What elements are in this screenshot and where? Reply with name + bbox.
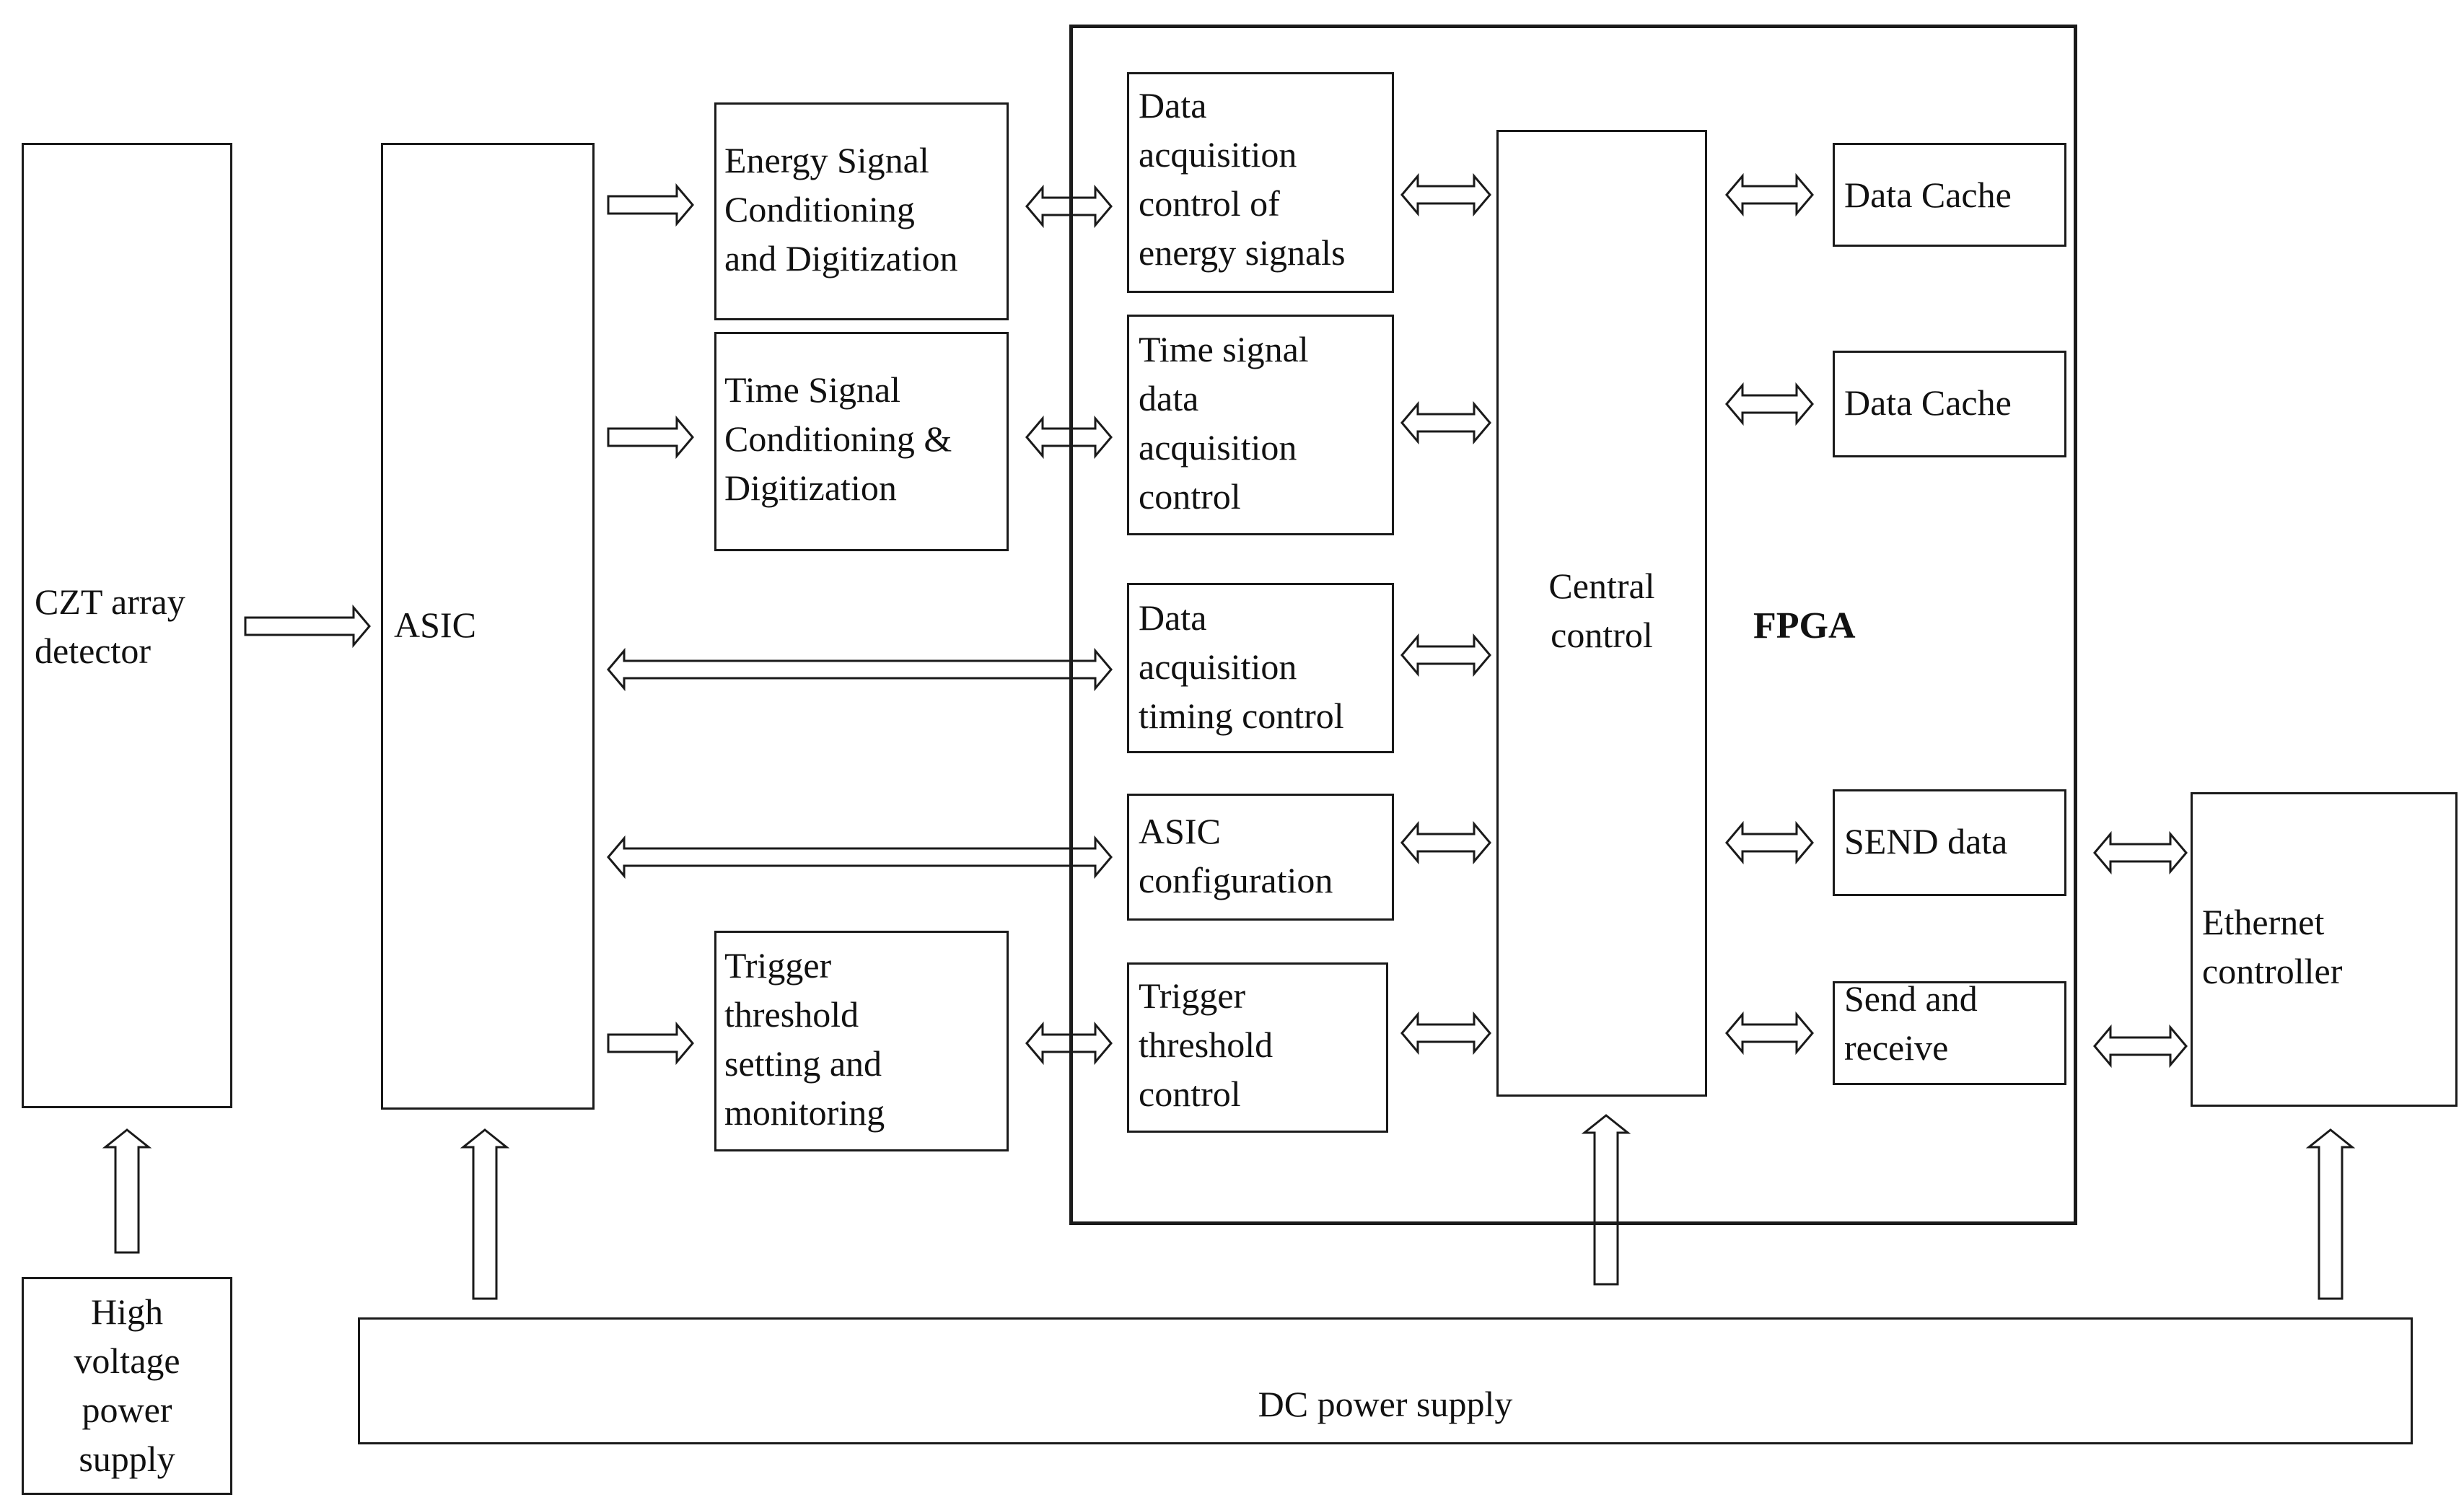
arrow-central-cache2 — [1725, 382, 1814, 426]
ethernet-controller-block — [2191, 792, 2458, 1107]
daq-timing-control-block — [1127, 583, 1394, 753]
send-data-label: SEND data — [1844, 821, 2008, 861]
send-and-receive-label: Send and receive — [1844, 978, 1978, 1068]
energy-signal-conditioning-label: Energy Signal Conditioning and Digitizat… — [724, 140, 958, 278]
arrow-central-send — [1725, 820, 1814, 865]
trigger-threshold-control-block — [1127, 962, 1388, 1133]
trigger-threshold-control-label: Trigger threshold control — [1139, 975, 1273, 1114]
dc-power-supply-block — [358, 1317, 2413, 1444]
arrow-daq-energy-central — [1400, 172, 1491, 217]
high-voltage-power-supply-block — [22, 1277, 232, 1495]
arrow-dc-to-central — [1581, 1114, 1631, 1286]
arrow-dc-to-ethernet — [2305, 1128, 2356, 1300]
arrow-asic-to-time — [607, 415, 694, 460]
arrow-asic-configuration — [607, 835, 1113, 879]
high-voltage-power-supply-label: High voltage power supply — [74, 1291, 180, 1479]
dc-power-supply-label: DC power supply — [1258, 1384, 1513, 1424]
arrow-time-daq-central — [1400, 400, 1491, 445]
fpga-container — [1069, 25, 2077, 1225]
arrow-time-daq — [1025, 415, 1113, 460]
asic-configuration-block — [1127, 794, 1394, 921]
arrow-czt-to-asic — [244, 604, 371, 649]
daq-control-energy-block — [1127, 72, 1394, 293]
trigger-threshold-setting-label: Trigger threshold setting and monitoring — [724, 945, 885, 1133]
arrow-sendrecv-ethernet — [2093, 1024, 2188, 1069]
arrow-central-sendrecv — [1725, 1011, 1814, 1056]
arrow-asic-daq-timing — [607, 647, 1113, 692]
central-control-block — [1496, 130, 1707, 1097]
fpga-label: FPGA — [1753, 605, 1856, 646]
trigger-threshold-setting-block — [714, 931, 1009, 1151]
time-signal-conditioning-block — [714, 332, 1009, 551]
arrow-asic-cfg-central — [1400, 820, 1491, 865]
daq-timing-control-label: Data acquisition timing control — [1139, 597, 1344, 736]
time-signal-conditioning-label: Time Signal Conditioning & Digitization — [724, 369, 952, 508]
arrow-asic-to-energy — [607, 183, 694, 227]
arrow-central-cache1 — [1725, 172, 1814, 217]
data-cache-1-block — [1833, 143, 2066, 247]
data-cache-2-block — [1833, 351, 2066, 457]
czt-array-detector-label: CZT array detector — [35, 582, 185, 671]
central-control-label: Central control — [1548, 566, 1655, 655]
arrow-energy-daq — [1025, 184, 1113, 229]
data-cache-1-label: Data Cache — [1844, 175, 2012, 215]
arrow-trigger-link — [1025, 1021, 1113, 1066]
ethernet-controller-label: Ethernet controller — [2202, 902, 2343, 991]
asic-configuration-label: ASIC configuration — [1139, 811, 1333, 900]
data-cache-2-label: Data Cache — [1844, 382, 2012, 423]
czt-array-detector-block — [22, 143, 232, 1108]
daq-control-energy-label: Data acquisition control of energy signa… — [1139, 85, 1346, 273]
send-and-receive-block — [1833, 981, 2066, 1085]
arrow-dc-to-asic — [460, 1128, 510, 1300]
arrow-daq-timing-central — [1400, 633, 1491, 677]
arrow-asic-to-trigger — [607, 1021, 694, 1066]
time-signal-daq-block — [1127, 315, 1394, 535]
arrow-trigger-central — [1400, 1011, 1491, 1056]
asic-label: ASIC — [394, 605, 476, 645]
energy-signal-conditioning-block — [714, 102, 1009, 320]
asic-block — [381, 143, 595, 1110]
arrow-send-ethernet — [2093, 830, 2188, 875]
time-signal-daq-label: Time signal data acquisition control — [1139, 329, 1309, 517]
send-data-block — [1833, 789, 2066, 896]
arrow-hv-to-czt — [102, 1128, 152, 1254]
